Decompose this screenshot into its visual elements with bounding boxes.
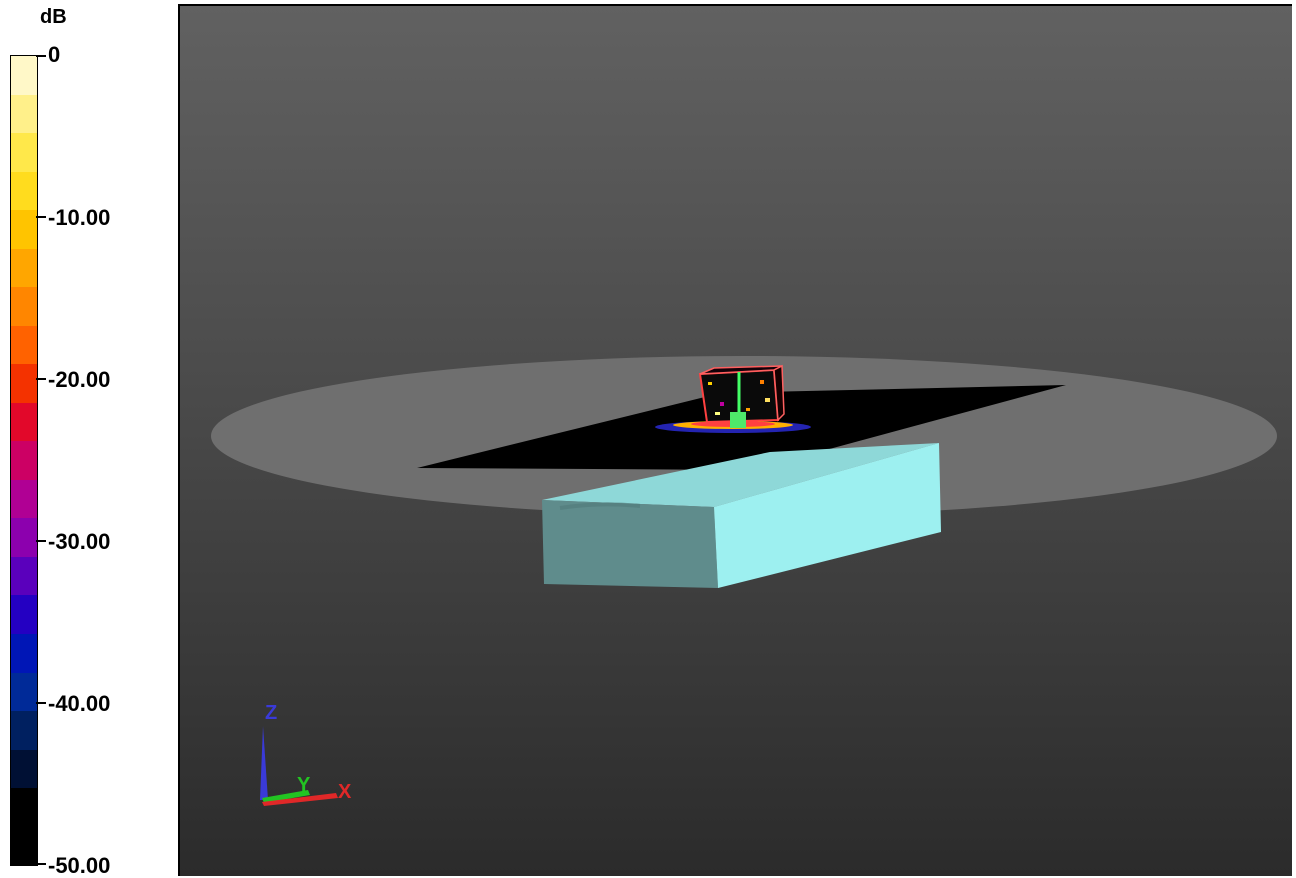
x-axis-label: X <box>338 781 352 803</box>
z-axis <box>260 726 268 800</box>
colorbar-band <box>11 672 37 712</box>
colorbar-band <box>11 287 37 326</box>
colorbar-band <box>11 364 37 403</box>
hotspot <box>746 408 750 411</box>
legend-tick-label: -40.00 <box>48 691 111 716</box>
legend-tick <box>36 55 46 57</box>
object-cube-side <box>773 364 785 422</box>
colorbar-band <box>11 595 37 634</box>
colorbar-band <box>11 171 37 211</box>
x-axis <box>262 793 338 806</box>
colorbar-band <box>11 518 37 557</box>
colorbar-band <box>11 749 37 789</box>
colorbar-band <box>11 788 37 827</box>
hotspot <box>720 402 724 406</box>
colorbar-legend: dB 0 -10.00 -20.00 -30.00 -40.00 -50.00 <box>0 0 178 878</box>
hotspot <box>708 382 712 385</box>
colorbar-band <box>11 56 37 95</box>
legend-tick-label: 0 <box>48 42 61 67</box>
y-axis-label: Y <box>297 774 311 796</box>
legend-unit-label: dB <box>40 6 67 28</box>
colorbar-band <box>11 133 37 172</box>
colorbar-band <box>11 248 37 288</box>
colorbar-band <box>11 441 37 480</box>
legend-tick <box>36 702 46 704</box>
legend-tick <box>36 216 46 218</box>
colorbar-band <box>11 325 37 365</box>
disk-shadow <box>559 502 641 510</box>
colorbar-band <box>11 633 37 673</box>
legend-tick <box>36 540 46 542</box>
box-top-face <box>542 443 939 507</box>
y-axis <box>262 790 310 803</box>
legend-tick-label: -20.00 <box>48 367 111 392</box>
source-marker <box>730 412 746 428</box>
hotspot <box>760 380 764 384</box>
colorbar-band <box>11 479 37 519</box>
colorbar-band <box>11 210 37 249</box>
hotspot <box>765 398 770 402</box>
colorbar-band <box>11 556 37 596</box>
colorbar <box>10 55 38 866</box>
3d-viewport[interactable]: Z Y X <box>178 4 1292 876</box>
axes-triad: Z Y X <box>260 702 352 806</box>
box-side-face <box>714 443 941 588</box>
colorbar-band <box>11 711 37 750</box>
legend-tick <box>36 863 46 865</box>
legend-tick <box>36 378 46 380</box>
colorbar-band <box>11 402 37 442</box>
colorbar-band <box>11 826 37 866</box>
radiating-object <box>655 364 811 433</box>
legend-tick-label: -50.00 <box>48 853 111 878</box>
legend-tick-label: -10.00 <box>48 205 111 230</box>
z-axis-label: Z <box>265 702 277 724</box>
box-front-face <box>542 500 718 588</box>
hotspot <box>715 412 720 415</box>
colorbar-band <box>11 94 37 134</box>
legend-tick-label: -30.00 <box>48 529 111 554</box>
3d-scene: Z Y X <box>211 356 1277 806</box>
box-object <box>542 443 941 588</box>
